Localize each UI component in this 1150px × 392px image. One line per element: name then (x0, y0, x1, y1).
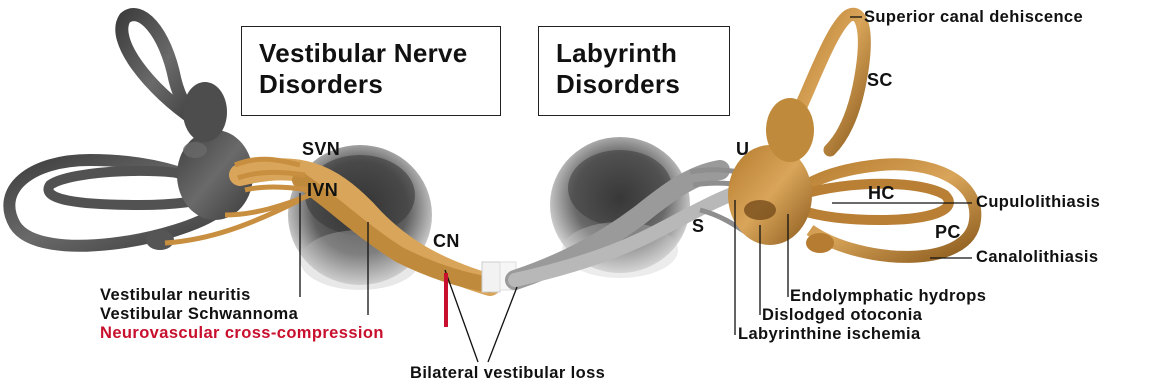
label-vestibular-neuritis: Vestibular neuritis (100, 286, 251, 305)
label-cupulolithiasis: Cupulolithiasis (976, 193, 1100, 212)
right-labyrinth (728, 14, 975, 257)
label-ivn: IVN (307, 180, 338, 201)
label-pc: PC (935, 222, 961, 243)
label-superior-canal-dehiscence: Superior canal dehiscence (864, 8, 1083, 27)
label-bilateral-vestibular-loss: Bilateral vestibular loss (410, 364, 605, 383)
label-endolymphatic-hydrops: Endolymphatic hydrops (790, 287, 986, 306)
label-s: S (692, 216, 704, 237)
box-line: Disorders (259, 69, 500, 100)
labyrinth-disorders-box: Labyrinth Disorders (538, 26, 730, 116)
label-labyrinthine-ischemia: Labyrinthine ischemia (738, 325, 921, 344)
box-line: Disorders (556, 69, 729, 100)
label-vestibular-schwannoma: Vestibular Schwannoma (100, 305, 298, 324)
box-line: Vestibular Nerve (259, 38, 500, 69)
label-cn: CN (433, 231, 460, 252)
left-labyrinth (9, 15, 253, 250)
label-hc: HC (868, 183, 895, 204)
label-dislodged-otoconia: Dislodged otoconia (762, 306, 922, 325)
vestibular-nerve-disorders-box: Vestibular Nerve Disorders (241, 26, 501, 116)
label-canalolithiasis: Canalolithiasis (976, 248, 1098, 267)
label-sc: SC (867, 70, 893, 91)
label-u: U (736, 139, 749, 160)
label-svn: SVN (302, 139, 340, 160)
label-neurovascular-cross-compression: Neurovascular cross-compression (100, 324, 384, 343)
box-line: Labyrinth (556, 38, 729, 69)
